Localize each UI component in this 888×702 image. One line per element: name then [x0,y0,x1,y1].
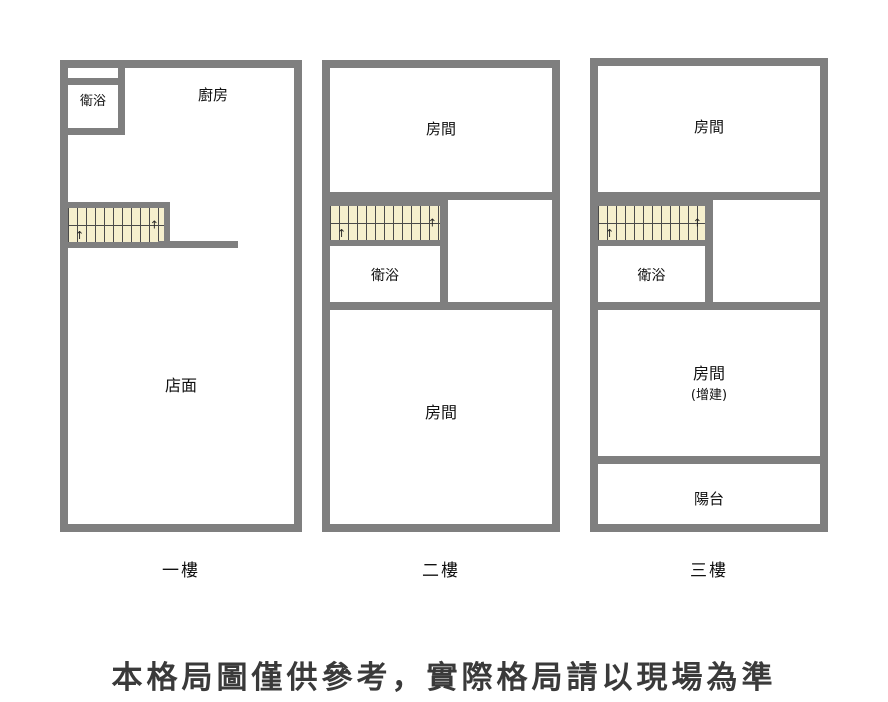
wall [598,456,820,464]
room-label-balcony: 陽台 [693,490,724,508]
wall [598,192,820,200]
room-label-middle-room: 房間 [692,364,725,383]
wall [158,241,238,248]
floor-2-plan: 房間 ↑ ↑ 衛浴 房間 [322,60,560,532]
wall [68,78,118,85]
room-label-storefront: 店面 [164,376,197,395]
floor-1-plan: 衛浴 廚房 ↑ ↑ 店面 [60,60,302,532]
stair-direction-arrow-icon: ↑ [692,216,702,230]
room-label-bathroom: 衛浴 [371,268,399,284]
room-label-bathroom: 衛浴 [637,268,666,284]
wall [118,68,125,135]
staircase: ↑ ↑ [330,200,448,246]
wall [598,302,820,310]
staircase: ↑ ↑ [68,202,170,248]
stair-direction-arrow-icon: ↑ [605,227,615,240]
floor-2-label: 二樓 [422,561,460,581]
room-label-bottom-room: 房間 [424,403,457,422]
wall [705,200,713,310]
room-label-top-room: 房間 [693,118,724,136]
stair-direction-arrow-icon: ↑ [337,227,347,240]
room-label-kitchen: 廚房 [197,86,228,104]
floor-3-plan: 房間 ↑ ↑ 衛浴 房間 (增建) 陽台 [590,58,828,532]
room-label-top-room: 房間 [425,120,456,138]
wall [440,200,448,310]
stair-direction-arrow-icon: ↑ [149,218,159,232]
stair-direction-arrow-icon: ↑ [427,216,437,230]
wall [68,128,125,135]
stair-direction-arrow-icon: ↑ [75,229,85,242]
room-label-middle-room-note: (增建) [690,388,728,403]
stair-divider [330,223,442,224]
floor-1-label: 一樓 [162,561,200,581]
disclaimer-text: 本格局圖僅供參考，實際格局請以現場為準 [111,660,777,696]
floor-3-label: 三樓 [690,561,728,581]
stair-divider [68,225,164,226]
wall [330,192,552,200]
wall [330,302,552,310]
staircase: ↑ ↑ [598,200,713,246]
room-label-bathroom: 衛浴 [79,94,106,109]
stair-divider [598,223,707,224]
